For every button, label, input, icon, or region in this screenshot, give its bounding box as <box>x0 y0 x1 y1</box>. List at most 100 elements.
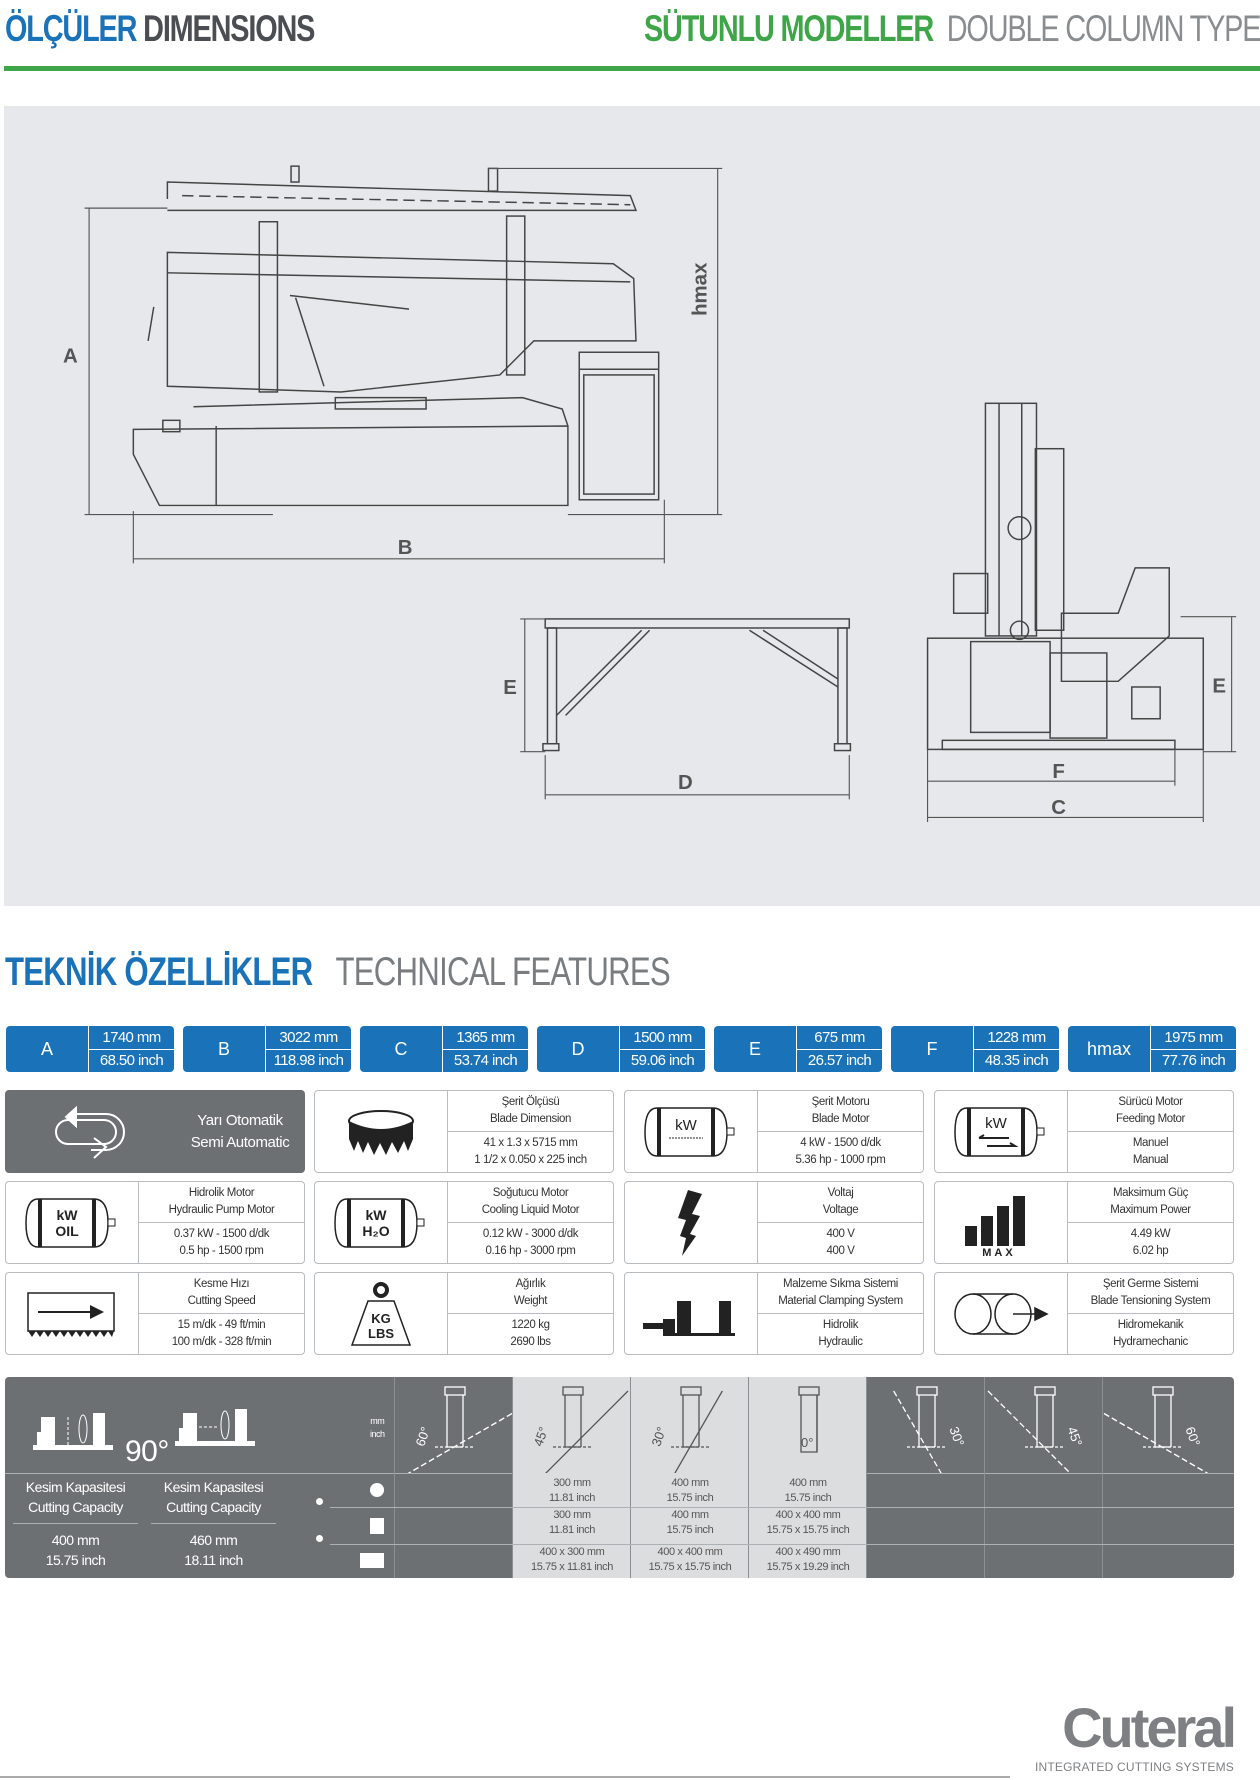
capacity-cell-mm: 300 mm <box>553 1509 591 1521</box>
feature-value-1: 4.49 kW <box>1130 1228 1171 1240</box>
feature-title-en: Cooling Liquid Motor <box>481 1204 580 1216</box>
capacity-cell-mm: 400 x 300 mm <box>539 1546 605 1558</box>
cut-angle-icon <box>670 1386 723 1480</box>
dim-label-a: A <box>63 345 78 367</box>
capacity-label-tr: Kesim Kapasitesi <box>163 1479 264 1495</box>
feature-title-tr: Kesme Hızı <box>193 1278 250 1290</box>
clamping-icon <box>625 1273 758 1354</box>
section-title-tr: TEKNİK ÖZELLİKLER <box>5 950 313 994</box>
feature-value-2: 1 1/2 x 0.050 x 225 inch <box>474 1154 587 1166</box>
dimension-key: F <box>891 1026 974 1072</box>
capacity-label-en: Cutting Capacity <box>13 1497 138 1524</box>
capacity-cell-mm: 400 mm <box>671 1477 709 1489</box>
dimension-inch: 53.74 inch <box>453 1052 518 1070</box>
capacity-cell-mm: 400 mm <box>789 1477 827 1489</box>
feature-title-en: Material Clamping System <box>778 1295 903 1307</box>
cut-angle-icon <box>893 1386 947 1480</box>
feature-title-en: Blade Tensioning System <box>1090 1295 1211 1307</box>
svg-text:KG: KG <box>371 1311 391 1326</box>
capacity-cell: 300 mm 11.81 inch <box>513 1508 631 1538</box>
capacity-cell-mm: 400 mm <box>671 1509 709 1521</box>
feature-title-en: Voltage <box>822 1204 859 1216</box>
title-en: DIMENSIONS <box>143 8 315 49</box>
angle-column-right-60: 60° <box>1064 1377 1220 1578</box>
section-title: TEKNİK ÖZELLİKLER TECHNICAL FEATURES <box>5 950 671 995</box>
feature-value-2: Hydramechanic <box>1113 1336 1188 1348</box>
dim-label-b: B <box>398 537 413 559</box>
max-power-icon: MAX <box>935 1182 1068 1263</box>
capacity-cell-inch: 15.75 inch <box>666 1524 714 1536</box>
cut-angle-icon <box>798 1386 820 1453</box>
dimension-inch: 48.35 inch <box>984 1052 1049 1070</box>
unit-mm: mm <box>370 1416 385 1426</box>
model-en: DOUBLE COLUMN TYPES <box>946 8 1260 49</box>
dimension-mm: 1975 mm <box>1151 1026 1236 1050</box>
feature-title-tr: Maksimum Güç <box>1112 1187 1189 1199</box>
angle-column-right-45: 45° <box>984 1377 1102 1578</box>
dimension-key: A <box>6 1026 89 1072</box>
svg-text:MAX: MAX <box>982 1247 1015 1256</box>
dimension-key: E <box>714 1026 797 1072</box>
capacity-cell-inch: 15.75 x 15.75 inch <box>648 1561 732 1573</box>
dimension-lines <box>84 167 723 564</box>
feature-value-2: 0.16 hp - 3000 rpm <box>485 1245 576 1257</box>
feature-value-2: 5.36 hp - 1000 rpm <box>795 1154 886 1166</box>
capacity-inch: 18.11 inch <box>184 1552 243 1568</box>
lightning-icon <box>625 1182 758 1263</box>
capacity-cell: 400 mm 15.75 inch <box>749 1476 867 1506</box>
model-title: SÜTUNLU MODELLER DOUBLE COLUMN TYPES <box>644 8 1260 50</box>
dimension-inch: 68.50 inch <box>99 1052 164 1070</box>
cuteral-logo: Cuteral <box>1062 1696 1237 1759</box>
square-section-icon <box>370 1518 384 1534</box>
cut-angle-icon <box>539 1386 629 1480</box>
capacity-cell-inch: 15.75 inch <box>784 1492 832 1504</box>
dimension-mm: 675 mm <box>797 1026 882 1050</box>
dim-label-d: D <box>678 772 693 794</box>
round-section-icon <box>370 1483 384 1497</box>
feature-title-en: Semi Automatic <box>190 1133 290 1151</box>
svg-text:kW: kW <box>366 1207 388 1223</box>
feeding-motor-icon: kW <box>935 1091 1068 1172</box>
angle-90-label: 90° <box>125 1435 169 1468</box>
unit-inch: inch <box>370 1429 385 1439</box>
capacity-cell-inch: 11.81 inch <box>549 1524 595 1536</box>
feature-value-2: 0.5 hp - 1500 rpm <box>179 1245 264 1257</box>
feature-title-en: Feeding Motor <box>1116 1113 1185 1125</box>
